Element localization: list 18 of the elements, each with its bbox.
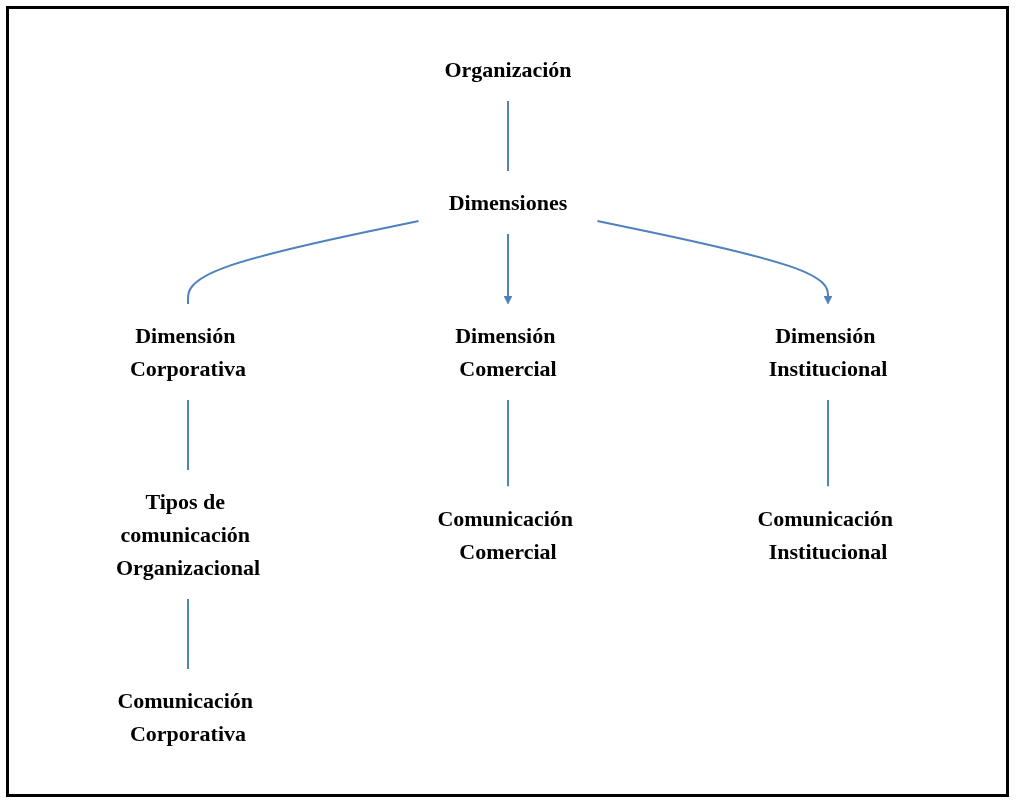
node-text: Comunicación Comercial — [436, 505, 573, 564]
node-text: Dimensión Corporativa — [129, 323, 246, 381]
connector — [826, 399, 829, 488]
node-text: Dimensión Comercial — [454, 323, 557, 381]
connector — [186, 220, 420, 305]
node-text: Dimensión Institucional — [768, 323, 887, 381]
node-text: Tipos de comunicación Organizacional — [115, 489, 260, 580]
arrow — [595, 220, 832, 305]
connector — [186, 598, 189, 670]
node-text: Comunicación Corporativa — [116, 688, 253, 746]
page-frame: Organización Dimensiones Dimensión Comercial Dimensión Corporativa Dimensión Institucional Tipos de comunicación Organizacional Comunicación Comercial Comunicación Corporativa Comunicación Institucional — [6, 6, 1009, 797]
arrow — [503, 233, 512, 305]
node-text: Dimensiones — [448, 190, 567, 215]
connector — [186, 399, 189, 471]
node-text: Organización — [443, 57, 572, 82]
node-text: Comunicación Institucional — [756, 505, 893, 564]
connector — [506, 100, 509, 172]
connector — [506, 399, 509, 488]
